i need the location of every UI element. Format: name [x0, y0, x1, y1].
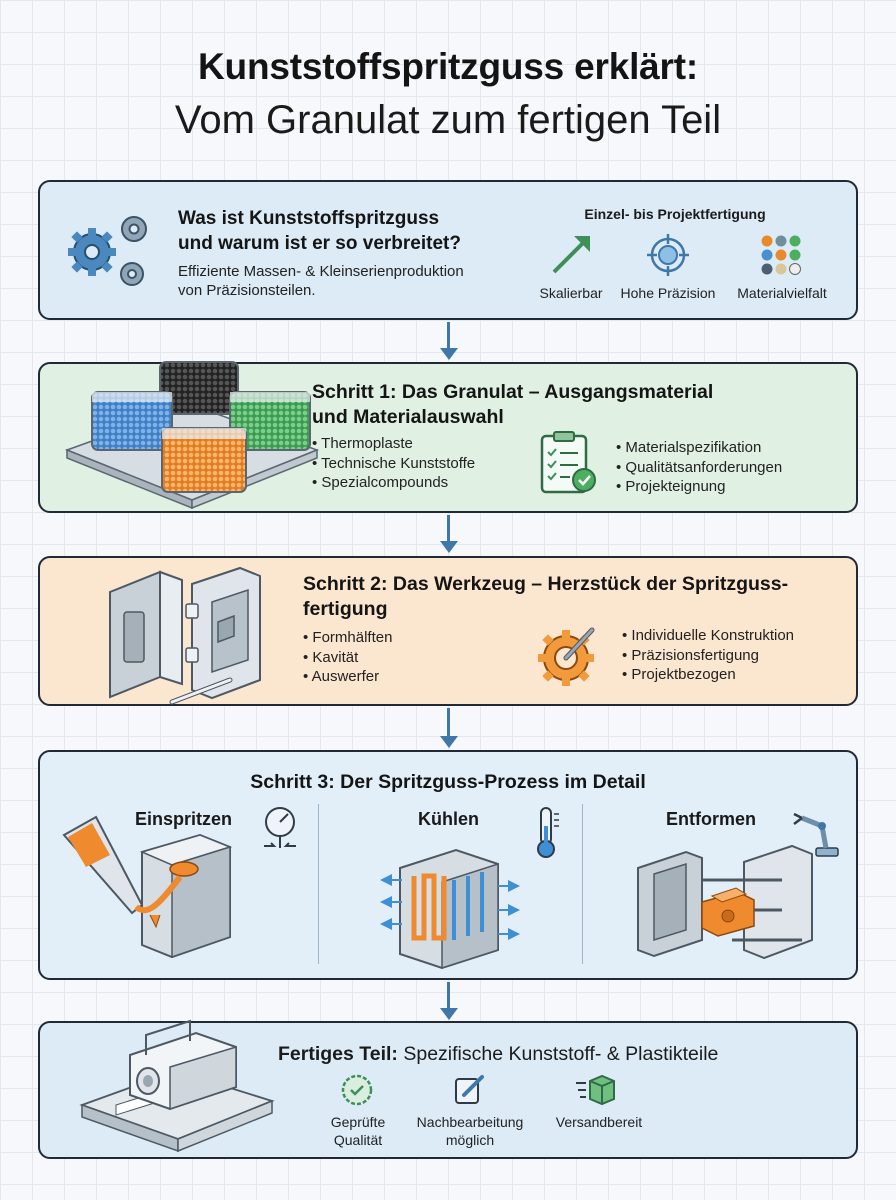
list-item: Individuelle Konstruktion — [622, 626, 794, 646]
badge-label-shipping: Versandbereit — [540, 1113, 658, 1131]
list-item: Kavität — [303, 648, 392, 668]
list-item: Materialspezifikation — [616, 438, 782, 458]
badge-line: Qualität — [333, 1132, 383, 1148]
granulate-containers-illustration — [64, 361, 320, 510]
step1-list-criteria: Materialspezifikation Qualitätsanforderu… — [616, 438, 782, 497]
intro-heading: Was ist Kunststoffspritzguss und warum i… — [178, 206, 461, 256]
badge-line: Geprüfte — [330, 1114, 386, 1130]
mold-tool-illustration — [109, 566, 261, 705]
flow-arrow — [440, 322, 458, 360]
injection-illustration — [62, 815, 233, 959]
ejection-illustration — [637, 844, 813, 960]
list-item: Projekteignung — [616, 477, 782, 497]
finished-part-illustration — [79, 1019, 275, 1153]
step3-heading: Schritt 3: Der Spritzguss-Prozess im Det… — [250, 771, 646, 793]
step1-heading-line-1: Schritt 1: Das Granulat – Ausgangsmateri… — [312, 381, 714, 403]
step2-heading: Schritt 2: Das Werkzeug – Herzstück der … — [303, 572, 788, 622]
badge-line: Versandbereit — [555, 1114, 643, 1130]
intro-text-line-2: von Präzisionsteilen. — [178, 282, 316, 299]
flow-arrow — [440, 515, 458, 553]
list-item: Formhälften — [303, 628, 392, 648]
color-dots-icon — [761, 235, 801, 275]
step1-heading: Schritt 1: Das Granulat – Ausgangsmateri… — [312, 380, 713, 430]
step1-card: Schritt 1: Das Granulat – Ausgangsmateri… — [38, 361, 858, 513]
phase-divider — [318, 804, 319, 964]
title-line-1: Kunststoffspritzguss erklärt: — [198, 46, 698, 87]
feature-label-materialvielfalt: Materialvielfalt — [737, 285, 827, 301]
final-heading-rest: Spezifische Kunststoff- & Plastikteile — [397, 1043, 719, 1065]
gears-icon — [68, 216, 147, 286]
badge-line: möglich — [445, 1132, 495, 1148]
trend-arrow-icon — [552, 236, 590, 274]
final-heading: Fertiges Teil: Spezifische Kunststoff- &… — [278, 1043, 718, 1066]
clipboard-check-icon — [540, 431, 596, 494]
phase-label-entformen: Entformen — [666, 809, 756, 829]
phase-label-kuehlen: Kühlen — [418, 809, 479, 829]
list-item: Thermoplaste — [312, 434, 475, 454]
step2-list-components: Formhälften Kavität Auswerfer — [303, 628, 393, 687]
page-title: Kunststoffspritzguss erklärt: Vom Granul… — [0, 46, 896, 143]
step2-heading-line-2: fertigung — [303, 598, 388, 620]
feature-label-hohe-praezision: Hohe Präzision — [620, 285, 716, 301]
step2-list-properties: Individuelle Konstruktion Präzisionsfert… — [622, 626, 794, 685]
shipping-box-icon — [576, 1074, 615, 1106]
badge-line: Nachbearbeitung — [416, 1114, 524, 1130]
final-card: Fertiges Teil: Spezifische Kunststoff- &… — [38, 1019, 858, 1159]
step3-card: Schritt 3: Der Spritzguss-Prozess im Det… — [38, 750, 858, 980]
pressure-gauge-icon — [264, 807, 296, 848]
title-line-2: Vom Granulat zum fertigen Teil — [174, 98, 722, 142]
feature-label-skalierbar: Skalierbar — [539, 285, 603, 301]
edit-icon — [455, 1075, 484, 1104]
intro-heading-line-1: Was ist Kunststoffspritzguss — [178, 208, 440, 229]
badge-label-quality: Geprüfte Qualität — [308, 1113, 408, 1149]
step1-list-materials: Thermoplaste Technische Kunststoffe Spez… — [312, 434, 475, 493]
target-icon — [647, 234, 689, 276]
cooling-illustration — [380, 848, 520, 970]
intro-heading-line-2: und warum ist er so verbreitet? — [178, 233, 461, 254]
list-item: Qualitätsanforderungen — [616, 458, 782, 478]
quality-seal-icon — [341, 1074, 373, 1106]
step2-card: Schritt 2: Das Werkzeug – Herzstück der … — [38, 556, 858, 706]
intro-text: Effiziente Massen- & Kleinserienprodukti… — [178, 262, 464, 300]
flow-arrow — [440, 708, 458, 748]
final-heading-bold: Fertiges Teil: — [278, 1043, 398, 1065]
flow-arrow — [440, 982, 458, 1020]
thermometer-icon — [537, 807, 559, 858]
list-item: Auswerfer — [303, 667, 392, 687]
intro-text-line-1: Effiziente Massen- & Kleinserienprodukti… — [178, 263, 464, 280]
list-item: Spezialcompounds — [312, 473, 475, 493]
list-item: Projektbezogen — [622, 665, 794, 685]
phase-divider — [582, 804, 583, 964]
phase-label-einspritzen: Einspritzen — [135, 809, 233, 829]
robot-arm-icon — [793, 812, 839, 857]
gear-pencil-icon — [538, 627, 595, 686]
list-item: Präzisionsfertigung — [622, 646, 794, 666]
step2-heading-line-1: Schritt 2: Das Werkzeug – Herzstück der … — [303, 573, 789, 595]
badge-label-postprocessing: Nachbearbeitung möglich — [400, 1113, 540, 1149]
features-title: Einzel- bis Projektfertigung — [584, 206, 766, 222]
intro-card: Was ist Kunststoffspritzguss und warum i… — [38, 180, 858, 320]
step1-heading-line-2: und Materialauswahl — [312, 406, 504, 428]
list-item: Technische Kunststoffe — [312, 454, 475, 474]
